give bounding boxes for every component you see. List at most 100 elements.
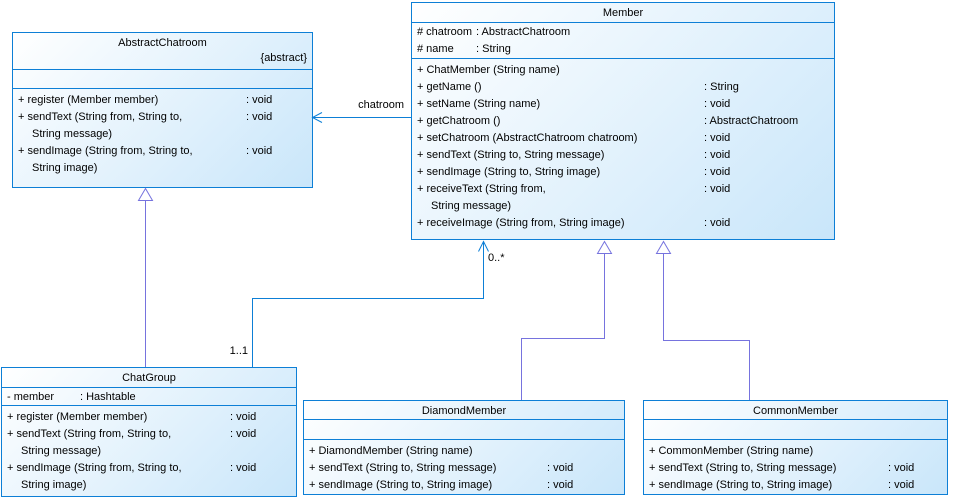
class-name: CommonMember	[753, 405, 838, 417]
method-signature: String message)	[21, 445, 102, 457]
method-signature: + setChatroom (AbstractChatroom chatroom…	[417, 132, 638, 144]
method-row: + sendImage (String from, String to, : vo…	[13, 143, 312, 160]
multiplicity-label: 1..1	[230, 345, 248, 357]
methods-compartment: + register (Member member) : void + sendT…	[13, 88, 312, 187]
method-return-type: : void	[230, 411, 257, 423]
method-signature: String image)	[21, 479, 87, 491]
method-return-type: : String	[704, 81, 739, 93]
methods-compartment: + register (Member member): void + sendT…	[2, 405, 296, 496]
method-signature: + receiveImage (String from, String imag…	[417, 217, 625, 229]
generalization-arrow-icon	[596, 240, 613, 254]
method-row: + sendText (String to, String message) : …	[412, 147, 834, 164]
association-role-label: chatroom	[358, 99, 404, 111]
method-return-type: : void	[246, 94, 273, 106]
class-name: ChatGroup	[122, 372, 176, 384]
class-stereotype: {abstract}	[260, 52, 307, 64]
class-name: DiamondMember	[421, 405, 507, 417]
generalization-diamondmember-member[interactable]	[521, 240, 613, 401]
method-row: String message)	[13, 126, 312, 143]
method-row: + ChatMember (String name)	[412, 62, 834, 79]
method-return-type: : void	[704, 217, 731, 229]
method-row: String image)	[2, 477, 296, 494]
method-row: String image)	[13, 160, 312, 177]
method-row: + register (Member member): void	[2, 409, 296, 426]
association-member-chatroom[interactable]: chatroom	[311, 99, 412, 123]
attribute-type: : Hashtable	[80, 391, 136, 403]
method-return-type: : void	[704, 132, 731, 144]
class-title-compartment: CommonMember	[644, 401, 947, 419]
method-signature: + CommonMember (String name)	[649, 445, 814, 457]
methods-compartment: + CommonMember (String name) + sendText …	[644, 439, 947, 494]
attributes-compartment: - member : Hashtable	[2, 387, 296, 405]
method-signature: + sendText (String to, String message)	[417, 149, 605, 161]
association-arrow-icon	[478, 240, 489, 252]
attribute-type: : String	[476, 43, 511, 55]
method-return-type: : void	[888, 462, 915, 474]
method-return-type: : void	[704, 183, 731, 195]
methods-compartment: + ChatMember (String name) + getName ():…	[412, 58, 834, 239]
method-return-type: : void	[547, 462, 574, 474]
generalization-commonmember-member[interactable]	[655, 240, 750, 401]
method-return-type: : void	[704, 98, 731, 110]
association-arrow-icon	[311, 112, 323, 123]
class-title-compartment: DiamondMember	[304, 401, 624, 419]
class-commonmember[interactable]: CommonMember + CommonMember (String name…	[643, 400, 948, 495]
method-signature: + setName (String name)	[417, 98, 541, 110]
method-return-type: : void	[704, 149, 731, 161]
method-signature: + getName ()	[417, 81, 482, 93]
method-row: + sendImage (String to, String image) : v…	[412, 164, 834, 181]
class-title-compartment: AbstractChatroom {abstract}	[13, 33, 312, 69]
method-row: + CommonMember (String name)	[644, 443, 947, 460]
method-row: + setChatroom (AbstractChatroom chatroom…	[412, 130, 834, 147]
method-row: + getChatroom () : AbstractChatroom	[412, 113, 834, 130]
class-chatgroup[interactable]: ChatGroup - member : Hashtable + register…	[1, 367, 297, 497]
method-signature: + sendText (String from, String to,	[18, 111, 183, 123]
method-row: + sendImage (String to, String image): v…	[644, 477, 947, 494]
method-row: + sendImage (String from, String to, : vo…	[2, 460, 296, 477]
method-row: + DiamondMember (String name)	[304, 443, 624, 460]
method-signature: + getChatroom ()	[417, 115, 501, 127]
method-return-type: : void	[246, 145, 273, 157]
method-signature: + sendImage (String to, String image)	[417, 166, 601, 178]
attribute-name: # chatroom	[417, 26, 473, 38]
method-return-type: : void	[230, 462, 257, 474]
method-signature: + sendText (String to, String message)	[649, 462, 837, 474]
method-return-type: : void	[547, 479, 574, 491]
method-row: + setName (String name) : void	[412, 96, 834, 113]
generalization-chatgroup-abstractchatroom[interactable]	[137, 187, 154, 368]
method-row: + receiveImage (String from, String imag…	[412, 215, 834, 232]
attribute-row: - member : Hashtable	[2, 389, 296, 406]
method-signature: + register (Member member)	[18, 94, 159, 106]
method-signature: String image)	[32, 162, 98, 174]
method-signature: + sendImage (String from, String to,	[18, 145, 193, 157]
class-title-compartment: ChatGroup	[2, 368, 296, 387]
attributes-compartment	[304, 419, 624, 439]
class-diamondmember[interactable]: DiamondMember + DiamondMember (String na…	[303, 400, 625, 495]
association-chatgroup-member[interactable]: 1..1 0..*	[230, 240, 506, 368]
class-abstractchatroom[interactable]: AbstractChatroom {abstract} + register (…	[12, 32, 313, 188]
method-signature: + sendText (String to, String message)	[309, 462, 497, 474]
method-return-type: : void	[704, 166, 731, 178]
method-row: + sendText (String from, String to,: voi…	[13, 109, 312, 126]
method-signature: + DiamondMember (String name)	[309, 445, 473, 457]
method-signature: + receiveText (String from,	[417, 183, 546, 195]
method-signature: String message)	[32, 128, 113, 140]
method-row: + sendImage (String to, String image): v…	[304, 477, 624, 494]
method-return-type: : AbstractChatroom	[704, 115, 799, 127]
attribute-row: # name : String	[412, 41, 834, 58]
method-signature: + sendText (String from, String to,	[7, 428, 172, 440]
class-title-compartment: Member	[412, 3, 834, 22]
attribute-name: # name	[417, 43, 454, 55]
attributes-compartment: # chatroom: AbstractChatroom # name: Str…	[412, 22, 834, 58]
method-signature: String message)	[431, 200, 512, 212]
class-member[interactable]: Member # chatroom: AbstractChatroom # na…	[411, 2, 835, 240]
method-row: + sendText (String to, String message) : …	[304, 460, 624, 477]
method-row: + sendText (String to, String message) : …	[644, 460, 947, 477]
methods-compartment: + DiamondMember (String name) + sendText…	[304, 439, 624, 494]
method-signature: + sendImage (String from, String to,	[7, 462, 182, 474]
attributes-compartment	[13, 69, 312, 88]
class-name: Member	[602, 7, 644, 19]
method-row: + register (Member member) : void	[13, 92, 312, 109]
attribute-name: - member	[7, 391, 55, 403]
